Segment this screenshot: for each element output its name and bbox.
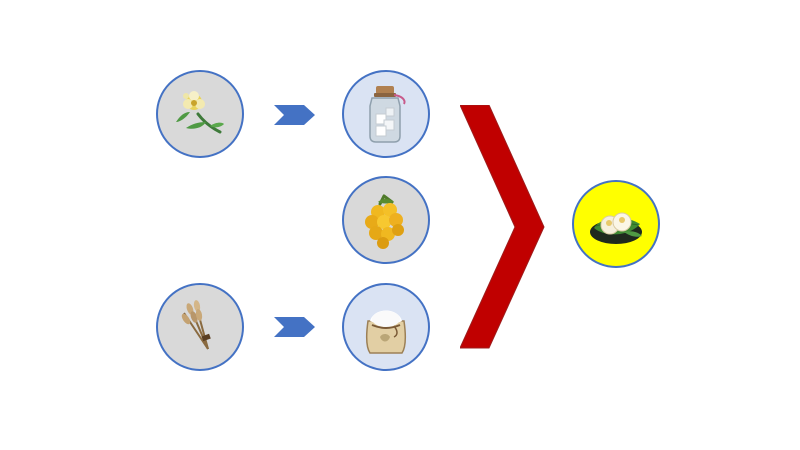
arrow-wheat-to-flour [274, 317, 315, 337]
sugar-jar-icon [369, 86, 406, 143]
raw-ingredient-wheat-node [156, 283, 244, 371]
combine-chevron-arrow [460, 105, 545, 349]
arrow-flower-to-sugar [274, 105, 315, 125]
raw-ingredient-flower-node [156, 70, 244, 158]
wheat-icon [181, 300, 211, 350]
processed-flour-node [342, 283, 430, 371]
berry-icon [365, 194, 404, 249]
processed-sugar-node [342, 70, 430, 158]
processed-berry-node [342, 176, 430, 264]
flower-icon [176, 91, 224, 134]
flour-sack-icon [365, 310, 407, 354]
result-dish-node [572, 180, 660, 268]
rice-cake-dish-icon [590, 212, 642, 244]
